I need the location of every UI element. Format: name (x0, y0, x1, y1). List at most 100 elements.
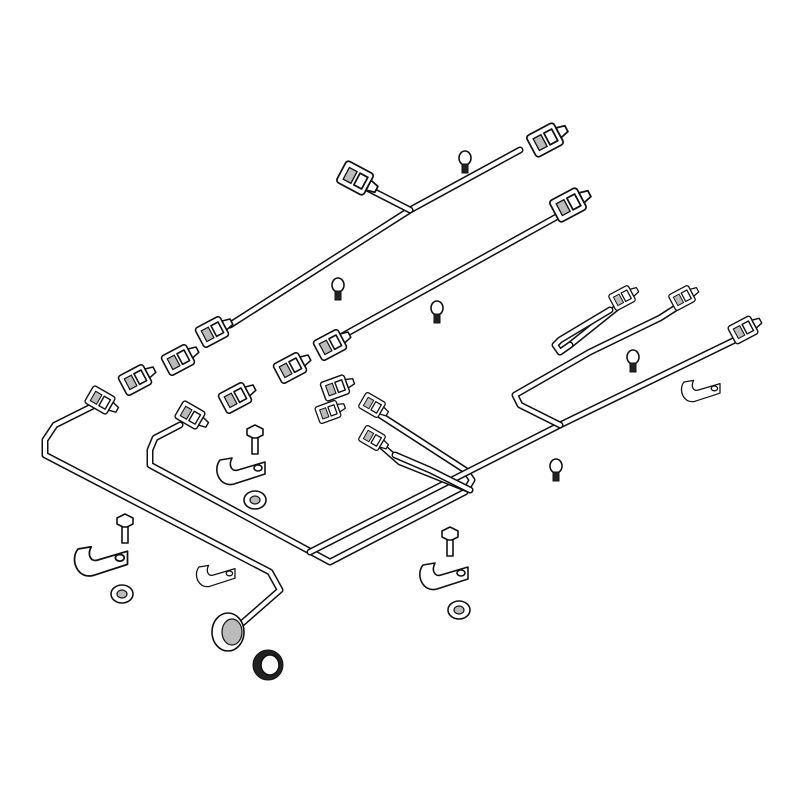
grommet-hole (249, 495, 261, 505)
clip-icon (331, 277, 345, 301)
connector-icon (668, 285, 700, 311)
clip-icon (458, 150, 472, 174)
connector-boot (107, 401, 120, 413)
grommet-icon (110, 584, 134, 604)
connector-latch (166, 354, 181, 371)
round-connector-icon (252, 649, 284, 681)
connector-boot (689, 286, 700, 297)
connector-latch (555, 198, 572, 217)
p-clamp-icon (73, 545, 129, 577)
mating-connector-face (260, 654, 280, 676)
connector-icon (117, 363, 157, 397)
bolt-shank (121, 526, 129, 544)
clip-stem (629, 362, 637, 373)
wire-segment (146, 411, 476, 566)
bolt-shank (446, 539, 454, 557)
connector-icon (358, 392, 390, 418)
connector-latch (200, 326, 215, 343)
p-clamp-icon (216, 457, 266, 486)
connector-face (288, 357, 303, 374)
clamp-hole (225, 570, 234, 577)
grommet-icon (243, 490, 267, 510)
connector-face (680, 289, 692, 303)
connector-boot (197, 416, 210, 428)
connector-latch (612, 293, 625, 307)
connector-boot (555, 124, 569, 139)
connector-icon (272, 351, 312, 385)
connector-latch (318, 339, 333, 356)
connector-face (620, 289, 632, 303)
clamp-hole (456, 569, 466, 577)
clip-ring (430, 300, 444, 316)
connector-latch (732, 324, 746, 340)
connector-icon (336, 160, 379, 196)
bolt-head (246, 424, 264, 440)
round-connector-icon (211, 612, 245, 652)
connector-latch (532, 133, 549, 152)
wire-segment (43, 403, 282, 627)
connector-latch (362, 396, 375, 410)
connector-face (176, 349, 191, 366)
clamp-band (680, 379, 721, 403)
connector-icon (319, 374, 356, 402)
clip-icon (549, 458, 563, 482)
connector-face (352, 172, 369, 190)
bolt-icon (116, 513, 134, 544)
wire-segment (513, 300, 687, 427)
p-clamp-icon (680, 379, 721, 403)
clamp-hole (253, 464, 263, 472)
grommet-icon (447, 600, 471, 620)
clip-icon (430, 300, 444, 324)
connector-body (314, 399, 342, 425)
clip-stem (334, 290, 342, 301)
connector-face (188, 410, 202, 425)
wire-segment (553, 308, 612, 354)
bolt-icon (246, 424, 264, 455)
connector-latch (672, 293, 685, 307)
connector-face (98, 395, 112, 410)
connector-face (327, 404, 338, 417)
connector-face (370, 434, 382, 447)
clip-icon (626, 349, 640, 373)
connector-boot (187, 346, 200, 359)
connector-boot (629, 286, 640, 297)
clip-stem (552, 471, 560, 482)
connector-boot (344, 377, 356, 389)
grommet-hole (116, 589, 128, 599)
connector-icon (160, 343, 200, 377)
connector-boot (379, 439, 390, 450)
connector-latch (89, 390, 103, 405)
clip-ring (331, 277, 345, 293)
clip-ring (549, 458, 563, 474)
bolt-shank (251, 437, 259, 455)
connector-icon (84, 385, 120, 415)
connector-boot (379, 406, 390, 417)
components (73, 122, 763, 681)
clip-ring (458, 150, 472, 166)
connector-face (233, 387, 248, 404)
connector-boot (299, 354, 312, 367)
connector-icon (549, 187, 592, 223)
connector-latch (342, 166, 359, 185)
connector-latch (362, 429, 375, 443)
p-clamp-icon (419, 562, 469, 591)
clamp-band (419, 562, 469, 591)
p-clamp-icon (195, 564, 236, 588)
connector-boot (336, 403, 346, 413)
clamp-band (195, 564, 236, 588)
connector-icon (727, 315, 763, 345)
bolt-icon (441, 526, 459, 557)
connector-latch (318, 407, 330, 420)
connector-face (542, 128, 559, 146)
connector-body (319, 374, 351, 402)
clip-stem (461, 163, 469, 174)
connector-face (334, 379, 347, 394)
connector-icon (314, 399, 346, 425)
clip-stem (433, 313, 441, 324)
connector-latch (324, 382, 337, 397)
connector-icon (312, 328, 352, 362)
connector-face (741, 320, 755, 335)
connector-latch (278, 362, 293, 379)
clamp-hole (114, 553, 126, 562)
